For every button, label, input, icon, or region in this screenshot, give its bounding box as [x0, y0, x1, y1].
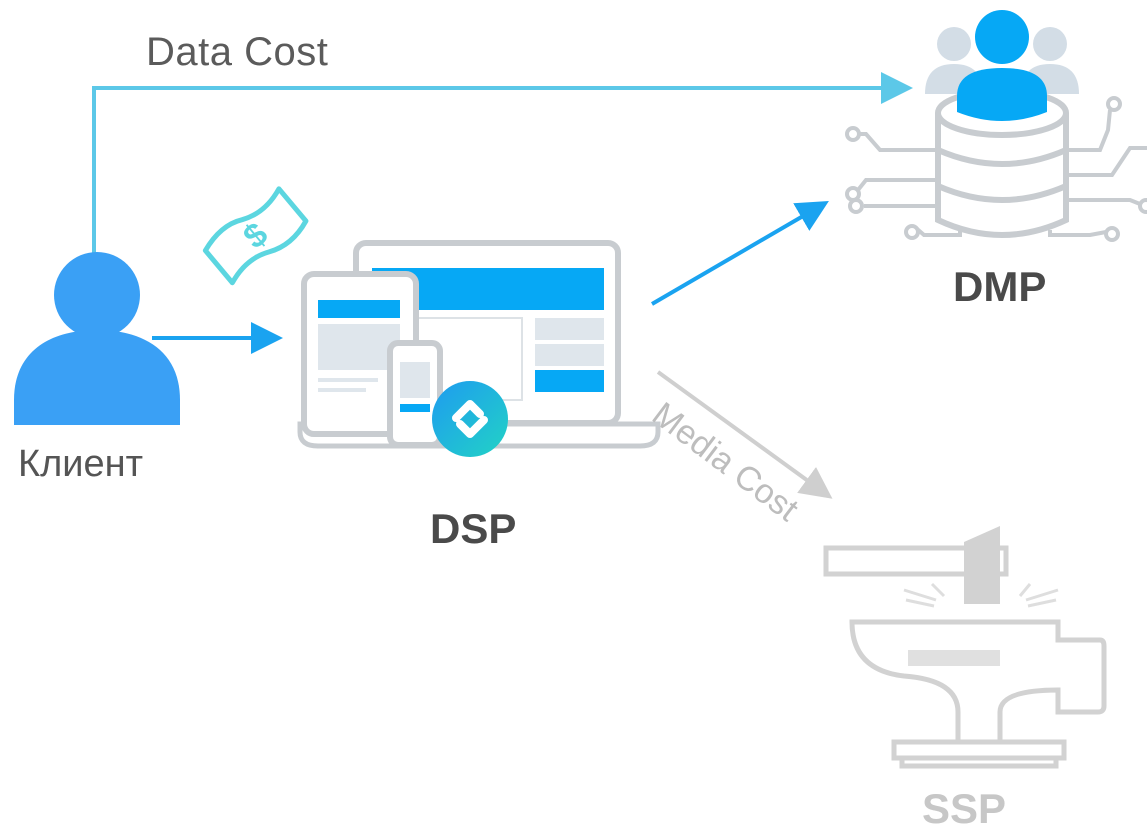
dsp-to-ssp-arrow — [656, 370, 833, 499]
anvil-hammer-icon — [823, 526, 1107, 769]
ssp-label: SSP — [922, 785, 1007, 832]
data-cost-arrow — [92, 72, 913, 255]
dollar-bill-icon: $ — [202, 186, 309, 286]
dsp-label: DSP — [430, 505, 517, 552]
dmp-label: DMP — [953, 263, 1047, 310]
dsp-to-dmp-arrow — [650, 200, 829, 306]
logo-icon — [432, 381, 508, 457]
database-users-icon — [845, 10, 1147, 242]
data-cost-label: Data Cost — [146, 30, 329, 74]
client-label: Клиент — [18, 443, 144, 485]
person-icon — [14, 252, 180, 425]
